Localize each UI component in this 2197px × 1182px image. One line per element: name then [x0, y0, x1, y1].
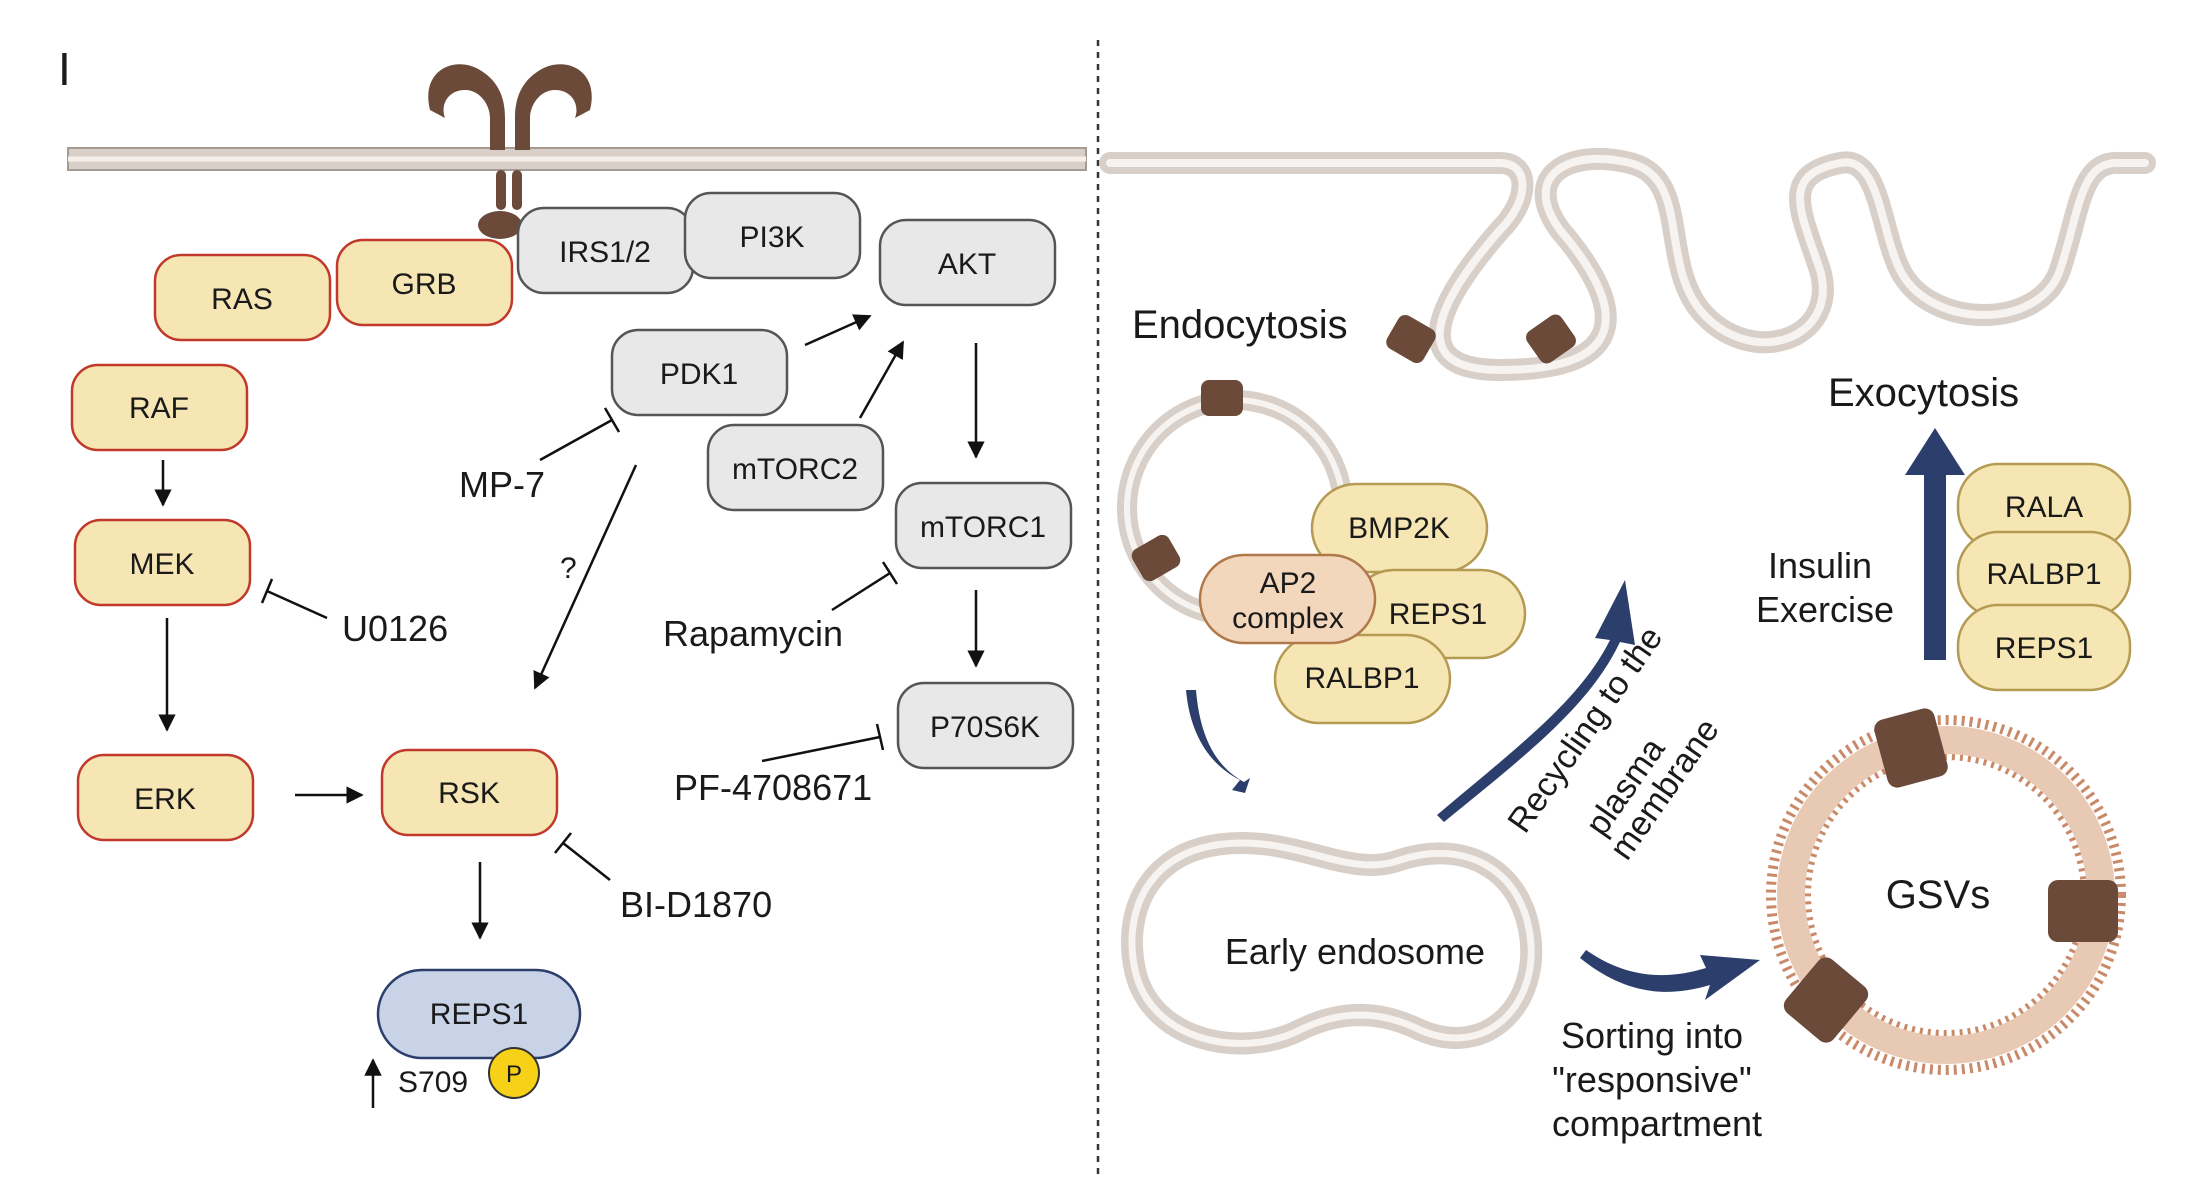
pdk1-node: PDK1 [610, 328, 789, 417]
pi3k-node: PI3K [683, 191, 862, 280]
svg-text:ERK: ERK [134, 783, 196, 816]
svg-text:REPS1: REPS1 [1995, 632, 2093, 665]
irs-node: IRS1/2 [516, 206, 695, 295]
svg-text:REPS1: REPS1 [1389, 598, 1487, 631]
bmp2k-node: BMP2K [1310, 482, 1489, 574]
svg-text:PI3K: PI3K [739, 221, 804, 254]
svg-text:PDK1: PDK1 [660, 358, 738, 391]
glut4-channel-icon [1386, 314, 1576, 364]
phospho-badge: P [488, 1047, 540, 1099]
early-endosome-label: Early endosome [1225, 931, 1485, 972]
reps1-node: REPS1 [376, 968, 582, 1060]
svg-text:BMP2K: BMP2K [1348, 512, 1450, 545]
p70s6k-node: P70S6K [896, 681, 1075, 770]
flow-arrows [1186, 428, 1965, 1000]
rsk-node: RSK [380, 748, 559, 837]
svg-text:mTORC2: mTORC2 [732, 453, 858, 486]
ras-node: RAS [153, 253, 332, 342]
svg-text:IRS1/2: IRS1/2 [559, 236, 651, 269]
s709-label: S709 [398, 1066, 468, 1099]
inhibition-lines [260, 407, 899, 881]
plasma-membrane-right [1099, 148, 2156, 381]
svg-text:P70S6K: P70S6K [930, 711, 1040, 744]
grb-node: GRB [335, 238, 514, 327]
early-endosome [1121, 832, 1543, 1055]
exocytosis-label: Exocytosis [1828, 371, 2019, 415]
question-mark: ? [560, 552, 577, 585]
erk-node: ERK [76, 753, 255, 842]
svg-text:RALBP1: RALBP1 [1986, 558, 2101, 591]
ralbp1-complex-left: RALBP1 [1273, 633, 1452, 725]
inhibitor-pf: PF-4708671 [674, 767, 872, 808]
svg-text:RSK: RSK [438, 777, 500, 810]
svg-text:complex: complex [1232, 602, 1344, 635]
inhibitor-rapamycin: Rapamycin [663, 613, 843, 654]
ap2-complex-node: AP2 complex [1198, 553, 1377, 645]
mtorc2-node: mTORC2 [706, 423, 885, 512]
plasma-membrane-left [67, 147, 1087, 171]
vesicle-channel-icon [1131, 380, 1243, 582]
insulin-receptor-icon [428, 64, 592, 239]
svg-text:RAF: RAF [129, 392, 189, 425]
akt-node: AKT [878, 218, 1057, 307]
endocytosis-label: Endocytosis [1132, 303, 1348, 347]
reps1-complex-right: REPS1 [1956, 603, 2132, 692]
mtorc1-node: mTORC1 [894, 481, 1073, 570]
pi3k-arrows [804, 314, 985, 668]
inhibitor-u0126: U0126 [342, 608, 448, 649]
inhibitor-mp7: MP-7 [459, 464, 545, 505]
raf-node: RAF [70, 363, 249, 452]
svg-text:MEK: MEK [129, 548, 194, 581]
svg-text:AKT: AKT [938, 248, 996, 281]
ralbp1-complex-right: RALBP1 [1956, 530, 2132, 619]
mek-node: MEK [73, 518, 252, 607]
svg-text:GRB: GRB [391, 268, 456, 301]
mapk-arrows [154, 460, 638, 940]
sorting-label: Sorting into "responsive" compartment [1552, 1015, 1762, 1144]
svg-text:RAS: RAS [211, 283, 273, 316]
svg-text:RALA: RALA [2005, 491, 2083, 524]
svg-text:AP2: AP2 [1260, 567, 1317, 600]
inhibitor-bi: BI-D1870 [620, 884, 772, 925]
svg-text:mTORC1: mTORC1 [920, 511, 1046, 544]
panel-label: I [58, 43, 71, 95]
stimuli-label: Insulin Exercise [1756, 545, 1894, 630]
gsvs-label: GSVs [1886, 873, 1990, 917]
svg-text:RALBP1: RALBP1 [1304, 662, 1419, 695]
svg-text:REPS1: REPS1 [430, 998, 528, 1031]
gsv-channel-icon [1783, 708, 2118, 1043]
svg-text:P: P [506, 1061, 522, 1088]
